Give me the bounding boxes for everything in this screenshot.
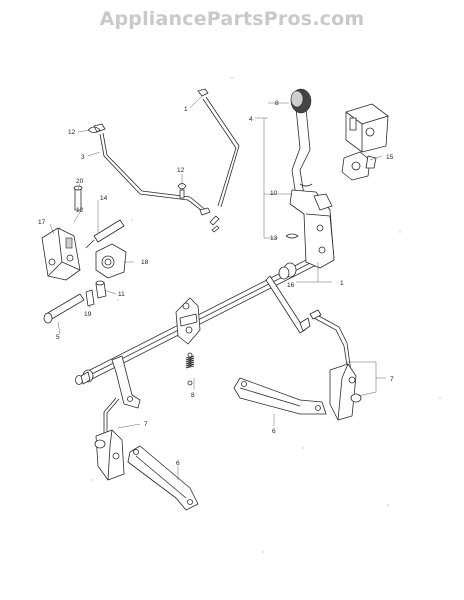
leader-lines (49, 95, 386, 480)
callout-2: 1 (184, 106, 188, 113)
callout-16: 17 (38, 219, 46, 226)
lift-arm-6-left[interactable] (127, 445, 199, 511)
callout-10: 10 (270, 190, 278, 197)
spring[interactable] (185, 352, 195, 386)
center-lever-plate[interactable] (175, 297, 201, 345)
left-link-rod[interactable] (103, 397, 120, 440)
pin-14[interactable] (85, 219, 125, 249)
callout-6-right: 6 (272, 428, 276, 435)
pin-5[interactable] (43, 293, 85, 324)
callout-18: 18 (141, 259, 149, 266)
lift-lever-assembly[interactable] (289, 88, 335, 269)
pin-19[interactable] (85, 289, 95, 307)
callout-12-mid: 12 (177, 167, 185, 174)
callout-14: 14 (100, 195, 108, 202)
right-bracket-7[interactable] (329, 363, 362, 421)
background-specks (59, 77, 441, 553)
clip-13[interactable] (285, 233, 299, 239)
callout-4: 4 (249, 116, 253, 123)
callout-17: 15 (386, 154, 394, 161)
callout-20: 20 (76, 178, 84, 185)
callout-3: 3 (81, 154, 85, 161)
callout-12-top: 12 (68, 129, 76, 136)
callout-8-top: 8 (275, 100, 279, 107)
watermark: AppliancePartsPros.com (99, 8, 365, 30)
rod-2[interactable] (197, 88, 240, 233)
callout-7-right: 7 (390, 376, 394, 383)
callout-5: 5 (56, 334, 60, 341)
callout-12-left: 12 (76, 207, 84, 214)
rod-3[interactable] (93, 123, 211, 216)
callout-1: 1 (340, 280, 344, 287)
callout-19: 19 (84, 311, 92, 318)
left-bracket-7[interactable] (94, 429, 125, 481)
callout-15: 16 (287, 282, 295, 289)
callout-13: 13 (270, 235, 278, 242)
callout-7-left: 7 (144, 421, 148, 428)
adjuster-bracket[interactable] (341, 103, 389, 181)
callout-8-lower: 8 (191, 392, 195, 399)
callout-labels: 1 12 3 12 8 4 10 13 15 20 12 14 17 18 11… (38, 100, 394, 467)
clip-12a[interactable] (87, 126, 101, 133)
callout-6-left: 6 (176, 460, 180, 467)
main-shaft[interactable] (75, 251, 327, 385)
pin-11[interactable] (95, 280, 107, 299)
clip-12b[interactable] (177, 183, 187, 199)
collar-bracket-18[interactable] (95, 243, 127, 279)
lift-arm-6-right[interactable] (233, 377, 327, 415)
left-shaft-arm[interactable] (111, 355, 141, 409)
left-bracket[interactable] (41, 227, 81, 281)
right-link-rod[interactable] (309, 309, 352, 373)
callout-11: 11 (118, 291, 125, 298)
